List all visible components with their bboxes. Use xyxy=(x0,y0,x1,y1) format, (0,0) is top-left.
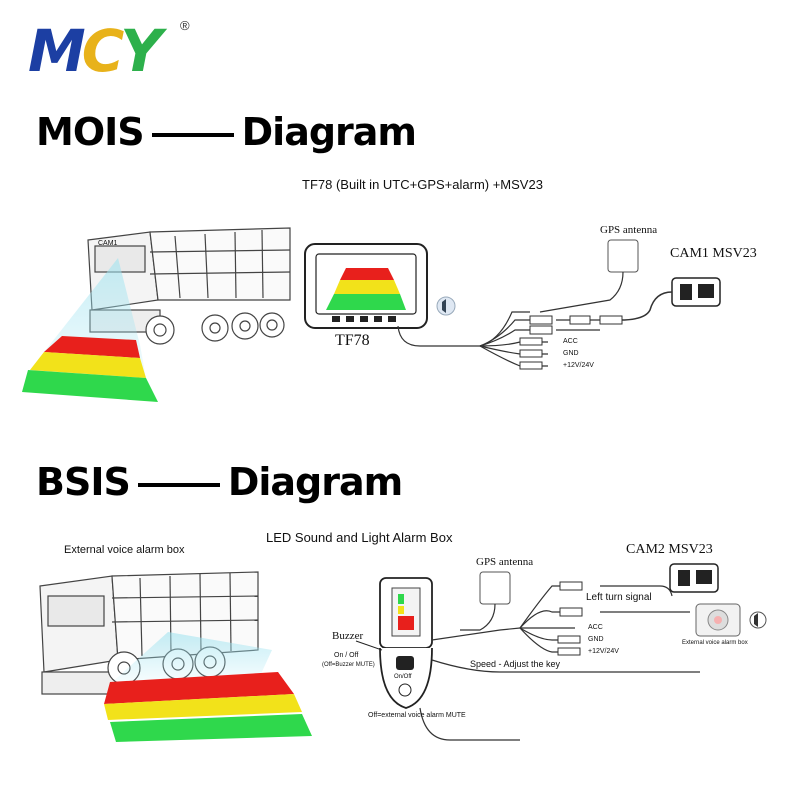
bsis-wire-gnd: GND xyxy=(588,636,604,643)
bsis-heading: BSIS Diagram xyxy=(36,460,403,504)
mois-wire-power: +12V/24V xyxy=(563,362,594,369)
heading-dash xyxy=(151,132,234,137)
bsis-wiring-harness xyxy=(419,585,700,741)
cam1-label: CAM1 MSV23 xyxy=(670,246,757,261)
bsis-heading-right: Diagram xyxy=(227,460,403,504)
monitor-red-zone xyxy=(340,268,394,280)
bsis-wire-acc: ACC xyxy=(588,624,603,631)
bsis-yellow-zone xyxy=(104,694,302,720)
bsis-wire-power: +12V/24V xyxy=(588,648,619,655)
bsis-gps-antenna xyxy=(479,571,511,605)
monitor-green-zone xyxy=(326,294,406,310)
mois-gps-antenna xyxy=(607,239,639,273)
box-onoff-label: On/Off xyxy=(394,674,412,680)
bsis-gps-label: GPS antenna xyxy=(476,556,534,568)
alarm-sound-icon xyxy=(436,296,456,316)
mois-green-zone xyxy=(22,370,158,402)
mois-system-title: TF78 (Built in UTC+GPS+alarm) +MSV23 xyxy=(302,177,543,192)
mute-label: Off=external voice alarm MUTE xyxy=(368,712,466,719)
tf78-label: TF78 xyxy=(335,332,370,349)
mois-heading: MOIS Diagram xyxy=(36,110,417,154)
led-box-label: LED Sound and Light Alarm Box xyxy=(266,530,453,545)
mois-gps-label: GPS antenna xyxy=(600,224,658,236)
external-voice-alarm-box xyxy=(695,603,767,637)
heading-dash xyxy=(137,482,220,487)
bsis-heading-left: BSIS xyxy=(36,460,131,504)
cam2-label: CAM2 MSV23 xyxy=(626,542,713,557)
registered-mark: ® xyxy=(180,18,190,33)
logo-letter-m: M xyxy=(28,17,86,85)
mois-red-zone xyxy=(44,336,140,358)
bsis-red-zone xyxy=(104,672,294,704)
mois-yellow-zone xyxy=(30,352,146,378)
onoff-label: On / Off xyxy=(334,652,359,659)
bsis-camera-view-cone xyxy=(108,632,272,686)
speed-label: Speed - Adjust the key xyxy=(470,659,561,669)
mois-heading-left: MOIS xyxy=(36,110,145,154)
tf78-monitor xyxy=(304,243,428,329)
ext-box-label: External voice alarm box xyxy=(682,640,748,646)
voice-box-label: External voice alarm box xyxy=(64,544,185,556)
brand-logo: MCY xyxy=(28,22,208,92)
logo-letter-y: Y xyxy=(120,17,162,85)
led-alarm-box xyxy=(379,577,433,709)
bsis-green-zone xyxy=(110,714,312,742)
monitor-yellow-zone xyxy=(334,280,400,294)
mois-wire-acc: ACC xyxy=(563,338,578,345)
mois-wire-gnd: GND xyxy=(563,350,579,357)
onoff-sub-label: (Off=Buzzer MUTE) xyxy=(322,662,375,668)
buzzer-label: Buzzer xyxy=(332,630,364,642)
cam2-camera xyxy=(669,563,719,593)
truck-cam1-label: CAM1 xyxy=(98,240,118,247)
mois-heading-right: Diagram xyxy=(241,110,417,154)
logo-letter-c: C xyxy=(81,17,125,85)
left-turn-label: Left turn signal xyxy=(586,592,652,603)
cam1-camera xyxy=(619,277,721,321)
